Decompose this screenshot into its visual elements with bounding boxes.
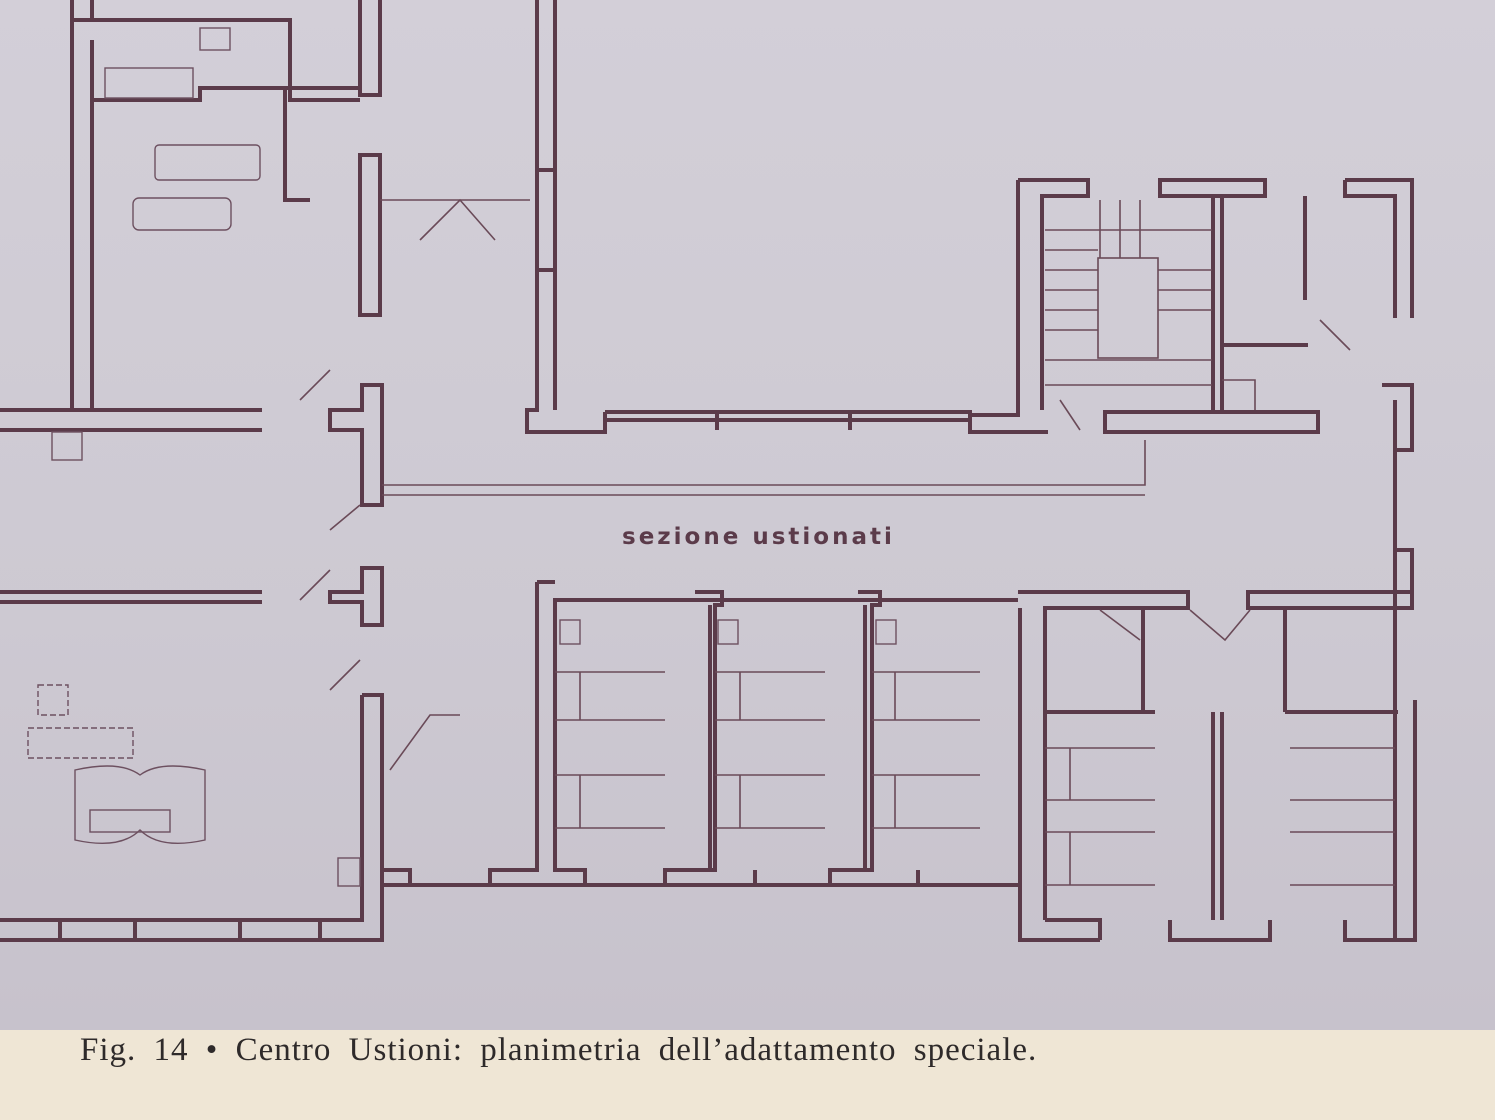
figure-caption: Fig. 14 • Centro Ustioni: planimetria de… — [80, 1032, 1038, 1068]
walls — [0, 0, 1417, 942]
section-label: sezione ustionati — [622, 524, 895, 550]
floor-plan-photo: sezione ustionati — [0, 0, 1495, 1030]
floor-plan-drawing — [0, 0, 1417, 942]
furniture-and-doors — [27, 27, 1395, 887]
